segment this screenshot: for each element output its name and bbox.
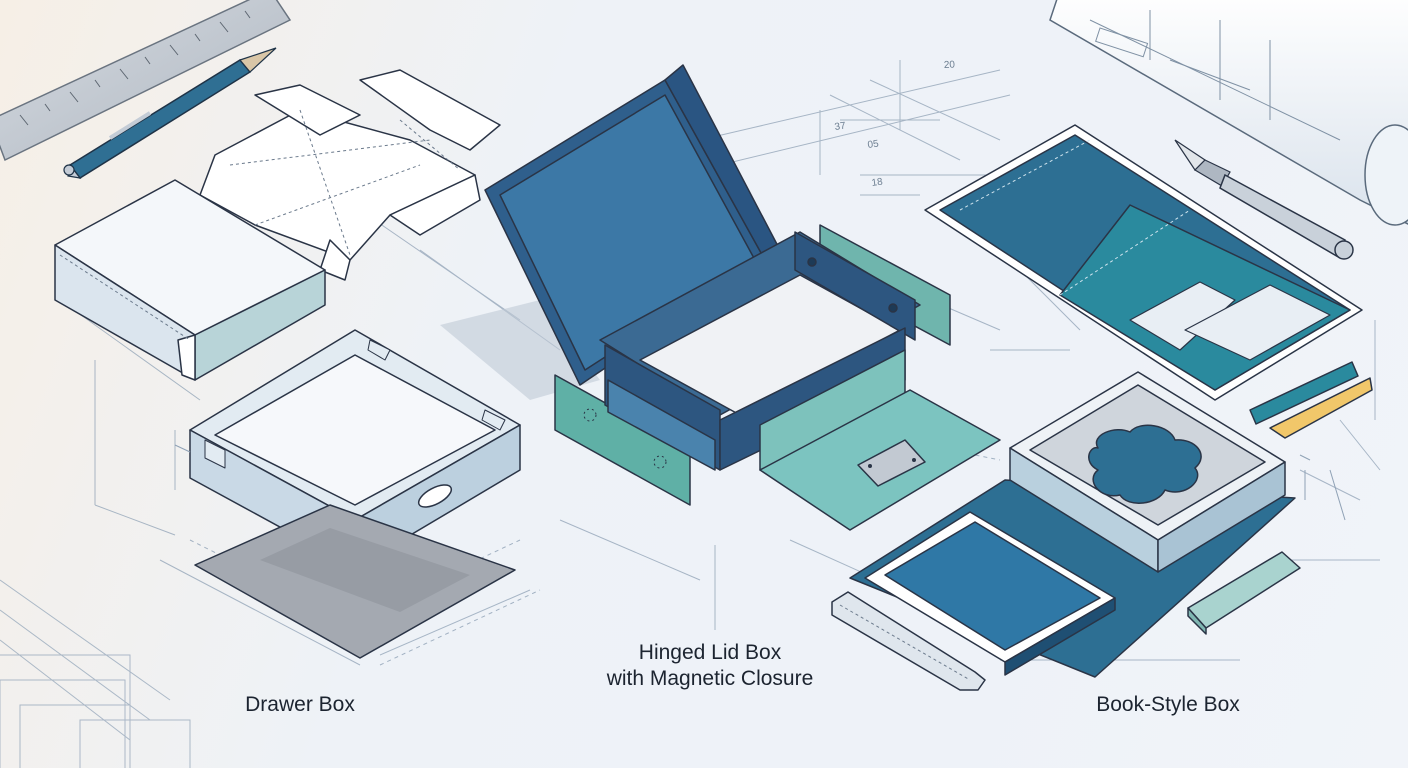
hinged-tray-right-wall [794,231,916,341]
drawer-sleeve-die-cut [199,69,501,281]
paper-roll [1049,0,1408,226]
ruler [0,0,292,162]
book-tray [1009,371,1286,573]
dimension-label: 05 [867,138,880,151]
hinged-lid-box-label: Hinged Lid Box with Magnetic Closure [570,640,850,692]
dimension-label: 37 [834,120,847,133]
dimension-label: 18 [871,176,884,189]
magnet-plate-icon [857,439,926,487]
corner-frame-lines [0,579,191,768]
book-accent-strip-gold [1269,377,1373,439]
book-accent-strip [1249,361,1359,425]
drawer-box-label: Drawer Box [245,693,355,716]
book-spine-piece [831,591,986,691]
book-flat-cover [924,124,1363,401]
foam-insert-cutout [1088,424,1202,504]
hinged-box-shadow [440,300,600,400]
dimension-labels: 20 37 05 18 [834,59,956,189]
dimension-label: 20 [944,59,956,71]
book-style-box-group [831,124,1373,691]
dimension-ticks [174,444,1346,521]
hinged-lid-box-group [440,64,1001,531]
hinged-label-line1: Hinged Lid Box [638,641,782,664]
drawer-sleeve [54,179,326,381]
craft-knife [1174,139,1354,260]
hinged-label-line2: with Magnetic Closure [606,667,814,690]
book-cover-cutout [1129,281,1236,351]
pencil [63,47,277,179]
drawer-box-group [54,69,521,659]
book-style-box-label: Book-Style Box [1096,693,1240,716]
